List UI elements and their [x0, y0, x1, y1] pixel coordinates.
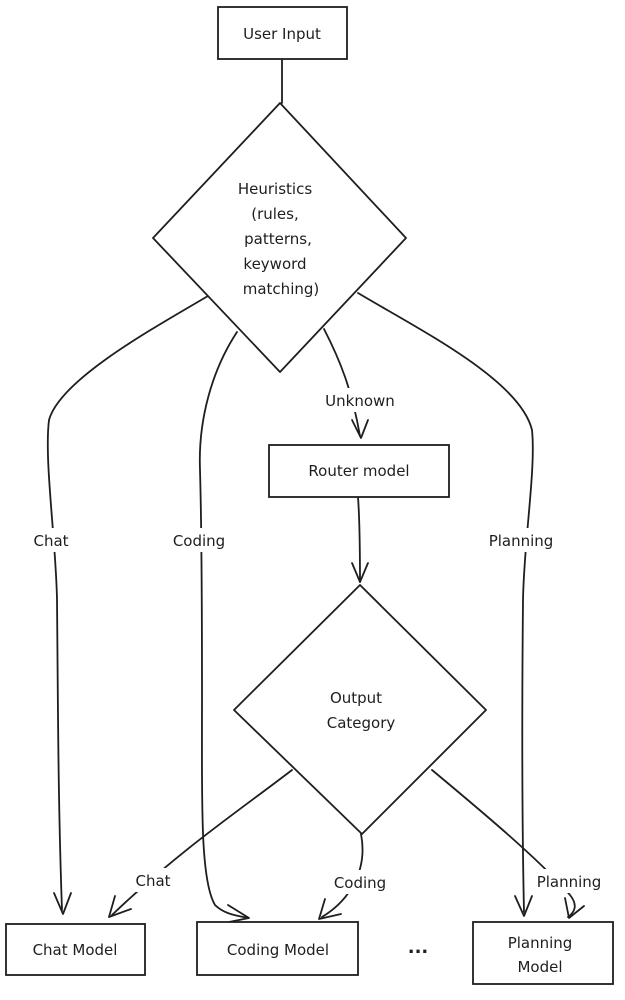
node-router-model [268, 444, 450, 498]
arrowhead-chat-top [53, 892, 72, 915]
arrowhead-coding-bottom [318, 898, 342, 920]
arrowhead-chat-bottom [108, 895, 132, 918]
node-output-category-label-2: Category [327, 714, 396, 732]
edge-heuristics-to-coding [198, 331, 249, 919]
arrowhead-output [351, 562, 369, 583]
node-user-input-label: User Input [243, 25, 321, 43]
edge-label-unknown: Unknown [325, 392, 395, 410]
node-router-model-label: Router model [308, 462, 409, 480]
node-chat-model-label: Chat Model [33, 941, 118, 959]
edge-router-to-output [357, 496, 361, 583]
edge-heuristics-to-chat [46, 295, 209, 911]
node-heuristics-label-4: keyword [243, 255, 306, 273]
edge-label-planning-top: Planning [489, 532, 554, 550]
node-coding-model [196, 921, 359, 976]
node-planning-model-label-1: Planning [508, 934, 573, 952]
node-coding-model-label: Coding Model [227, 941, 329, 959]
edge-output-to-planning [431, 769, 576, 918]
edge-label-chat-bottom: Chat [135, 872, 170, 890]
node-user-input [217, 6, 348, 60]
edge-label-coding-top: Coding [173, 532, 225, 550]
node-heuristics-label-2: (rules, [251, 205, 299, 223]
node-planning-model [472, 921, 614, 985]
arrowhead-planning-top [514, 895, 533, 917]
arrowhead-router [351, 419, 369, 439]
node-output-category [233, 584, 487, 835]
edge-heuristics-to-router [323, 328, 361, 437]
edge-label-chat-top: Chat [33, 532, 68, 550]
arrowhead-coding-top [227, 904, 250, 923]
edge-label-coding-bottom: Coding [334, 874, 386, 892]
node-heuristics-label-3: patterns, [244, 230, 312, 248]
node-output-category-label-1: Output [330, 689, 382, 707]
node-heuristics-label-1: Heuristics [238, 180, 312, 198]
edge-heuristics-to-planning [357, 292, 534, 913]
node-chat-model [5, 923, 146, 976]
node-planning-model-label-2: Model [517, 958, 562, 976]
edge-label-planning-bottom: Planning [537, 873, 602, 891]
node-heuristics [152, 102, 407, 373]
arrowhead-planning-bottom [564, 897, 585, 919]
ellipsis-more-models: ... [408, 937, 429, 958]
node-heuristics-label-5: matching) [243, 280, 320, 298]
